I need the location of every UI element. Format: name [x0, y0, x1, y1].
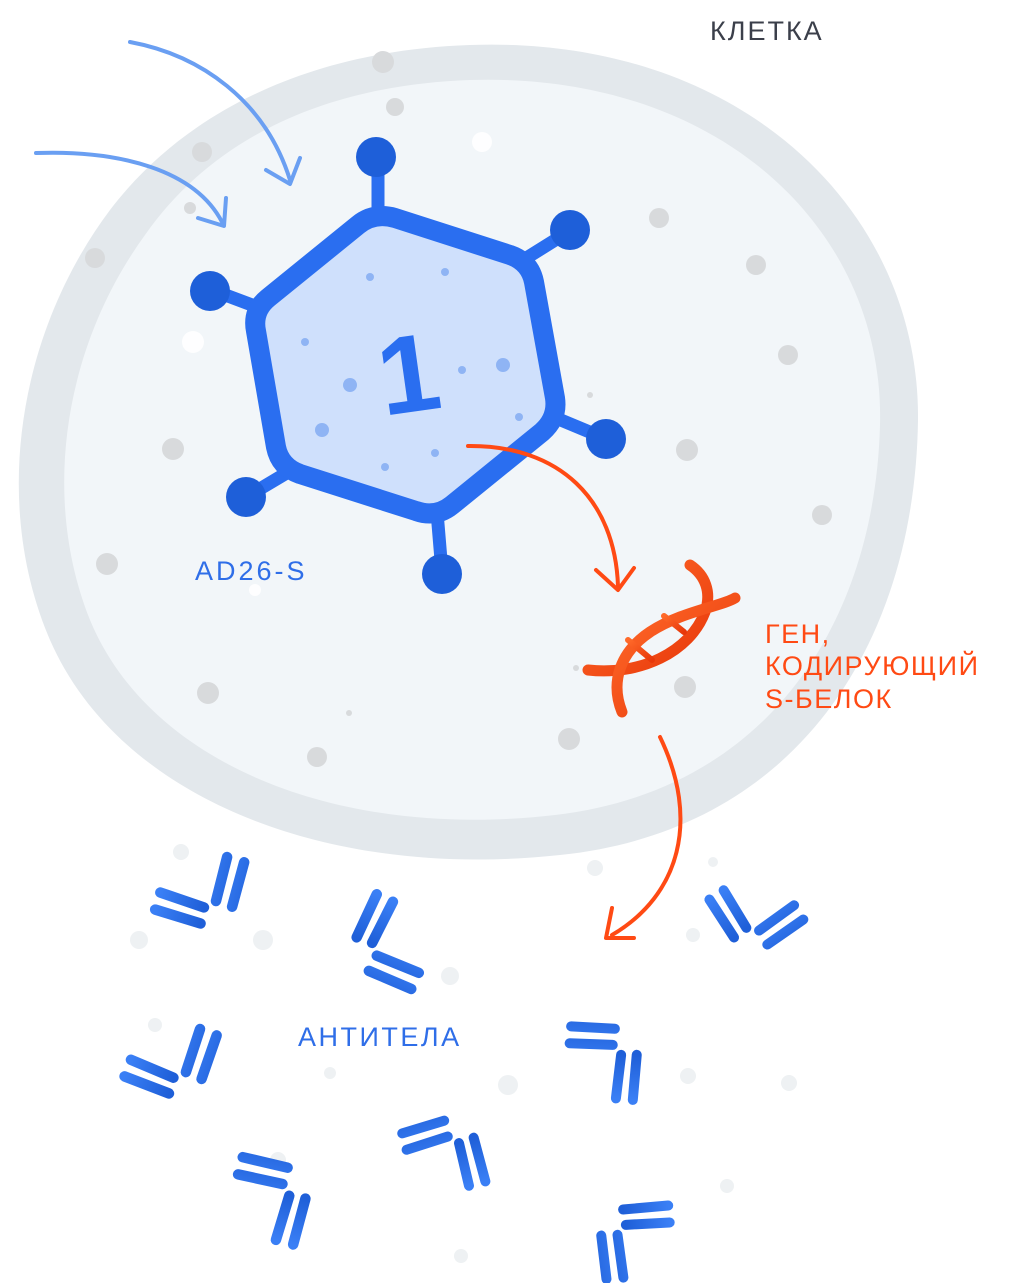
antibody-1 — [149, 851, 280, 978]
antibodies-label: АНТИТЕЛА — [298, 1022, 462, 1052]
virus-spike-knobs — [190, 137, 626, 594]
entry-arrow-2 — [34, 150, 224, 224]
antibody-2 — [304, 890, 423, 1016]
antibodies — [119, 851, 805, 1283]
entry-arrows — [34, 40, 302, 228]
gene-label-line-2: КОДИРУЮЩИЙ — [765, 651, 980, 682]
extracellular-speckles — [130, 844, 797, 1263]
entry-arrow-2-head — [196, 196, 228, 228]
entry-arrow-1 — [128, 40, 292, 182]
gene-label-line-1: ГЕН, — [765, 619, 831, 649]
antibody-7 — [232, 1118, 361, 1250]
antibody-4 — [119, 1024, 248, 1147]
antibody-5 — [562, 979, 690, 1108]
gene-label: ГЕН, КОДИРУЮЩИЙ S-БЕЛОК — [765, 618, 980, 715]
virus-dots — [301, 268, 523, 471]
dna-icon — [582, 559, 741, 718]
cell-speckles — [85, 51, 832, 767]
virus-capsid — [245, 206, 566, 524]
cell-label: КЛЕТКА — [710, 16, 824, 46]
antibody-arrow — [604, 735, 683, 940]
antibody-8 — [550, 1158, 678, 1283]
gene-arrow — [466, 443, 636, 592]
vector-label: AD26-S — [195, 556, 308, 586]
antibody-3 — [694, 888, 806, 992]
gene-label-line-3: S-БЕЛОК — [765, 683, 893, 714]
cell-highlights — [182, 132, 492, 596]
entry-arrow-1-head — [264, 156, 302, 186]
virus-ad26: 1 — [190, 137, 626, 594]
